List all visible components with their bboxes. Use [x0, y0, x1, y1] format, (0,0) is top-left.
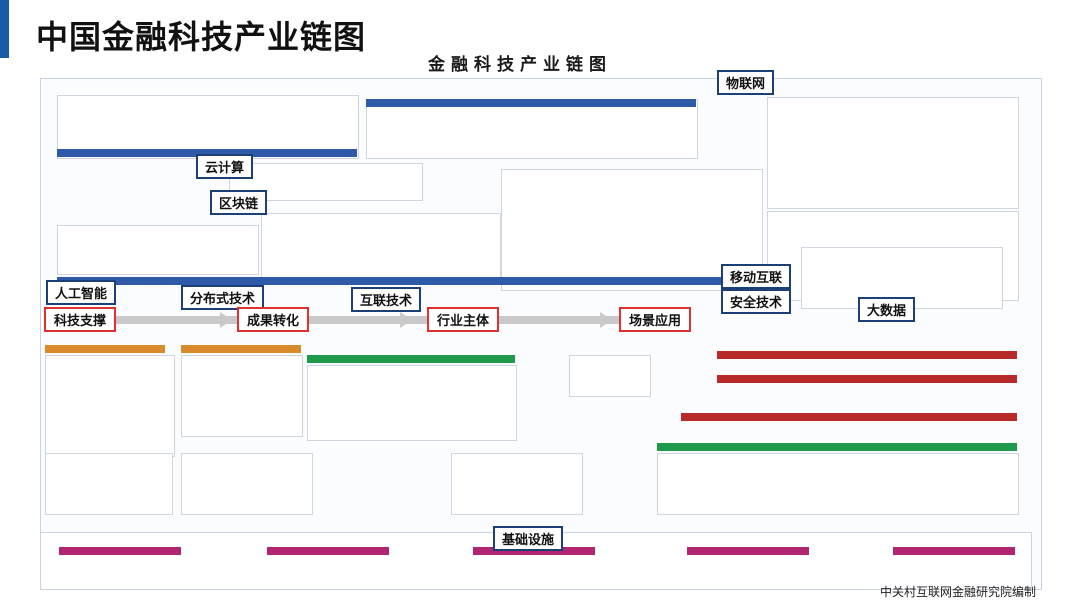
footer-credit: 中关村互联网金融研究院编制 — [879, 585, 1036, 599]
lower-band-right — [657, 453, 1019, 515]
iot-region — [767, 97, 1019, 209]
tag-distributed: 分布式技术 — [181, 285, 265, 310]
lower-band-left — [45, 453, 173, 515]
flow-scenario: 场景应用 — [619, 307, 692, 332]
flow-tech-support: 科技支撑 — [44, 307, 117, 332]
internet-region — [501, 169, 763, 291]
diagram-subtitle: 金融科技产业链图 — [428, 55, 612, 75]
financial-institutions — [569, 355, 651, 397]
infra-header-3 — [473, 547, 595, 555]
scenario-row-2 — [717, 375, 1017, 383]
distributed-region — [261, 213, 501, 285]
infra-header-2 — [267, 547, 389, 555]
outcome-institutions — [181, 355, 303, 437]
flow-outcome: 成果转化 — [237, 307, 310, 332]
infra-header-1 — [59, 547, 181, 555]
flow-arrow-head-1 — [220, 312, 232, 328]
tag-blockchain: 区块链 — [210, 190, 268, 215]
scenario-row-1 — [717, 351, 1017, 359]
industry-chain-diagram — [40, 78, 1042, 590]
internet-region-top — [366, 99, 698, 159]
cloud-region — [57, 95, 359, 159]
infra-header-4 — [687, 547, 809, 555]
tech-grid-footer — [57, 277, 747, 285]
tag-cloud: 云计算 — [196, 154, 254, 179]
infra-header-5 — [893, 547, 1015, 555]
tag-internet: 互联技术 — [351, 287, 422, 312]
tag-ai: 人工智能 — [46, 280, 117, 305]
cloud-region-header — [57, 149, 357, 157]
research-header — [45, 345, 165, 353]
tag-security: 安全技术 — [721, 289, 792, 314]
ai-region — [57, 225, 259, 275]
title-accent-bar — [0, 0, 9, 58]
flow-arrow-head-2 — [400, 312, 412, 328]
tag-iot: 物联网 — [717, 70, 775, 95]
flow-industry: 行业主体 — [427, 307, 500, 332]
flow-arrow-line — [44, 316, 676, 324]
tag-bigdata: 大数据 — [858, 297, 916, 322]
lower-band-header — [657, 443, 1017, 451]
scenario-row-3 — [681, 413, 1017, 421]
lower-band-mid — [181, 453, 313, 515]
tag-infrastructure: 基础设施 — [493, 526, 564, 551]
industry-header — [307, 355, 515, 363]
industry-entities — [307, 365, 517, 441]
page-title: 中国金融科技产业链图 — [36, 18, 367, 56]
internet-region-header — [366, 99, 696, 107]
research-institutions — [45, 355, 175, 457]
flow-arrow-head-3 — [600, 312, 612, 328]
lower-band-center — [451, 453, 583, 515]
tag-mobile: 移动互联 — [721, 264, 792, 289]
outcome-header — [181, 345, 301, 353]
